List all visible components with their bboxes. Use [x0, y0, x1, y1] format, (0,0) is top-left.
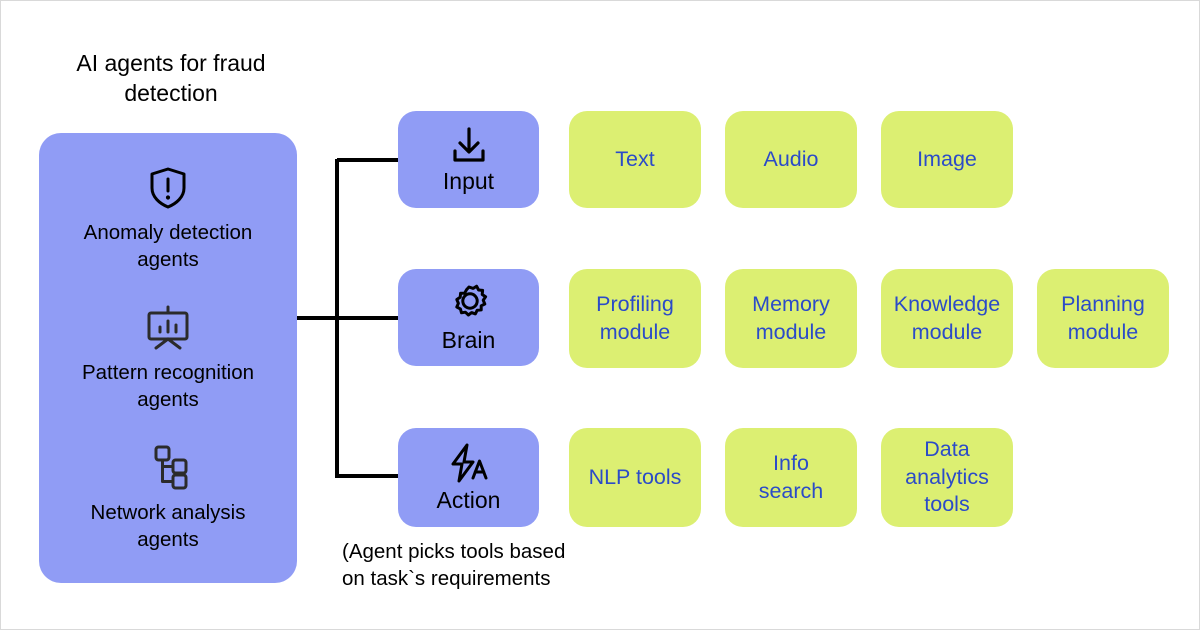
agent-label: Anomaly detection agents: [83, 221, 253, 271]
connector-bracket: [291, 101, 411, 521]
card-image[interactable]: Image: [881, 111, 1013, 208]
download-arrow-icon: [445, 125, 493, 167]
card-planning-module[interactable]: Planning module: [1037, 269, 1169, 368]
agent-item-anomaly-detection[interactable]: Anomaly detection agents: [39, 161, 297, 272]
card-label: Brain: [441, 326, 496, 353]
row-brain: Brain Profiling module Memory module Kno…: [398, 269, 1169, 368]
card-text[interactable]: Text: [569, 111, 701, 208]
card-nlp-tools[interactable]: NLP tools: [569, 428, 701, 527]
shield-alert-icon: [142, 161, 194, 213]
agent-item-network-analysis[interactable]: Network analysis agents: [39, 441, 297, 552]
card-label: Action: [436, 486, 501, 513]
card-data-analytics-tools[interactable]: Data analytics tools: [881, 428, 1013, 527]
page-title: AI agents for fraud detection: [76, 50, 266, 107]
gear-icon: [445, 282, 493, 326]
footnote: (Agent picks tools based on task`s requi…: [342, 540, 566, 590]
row-action: Action NLP tools Info search Data analyt…: [398, 428, 1013, 527]
agents-panel: Anomaly detection agents Pattern recogni…: [39, 133, 297, 583]
card-input[interactable]: Input: [398, 111, 539, 208]
agent-label: Pattern recognition agents: [81, 361, 255, 411]
presentation-chart-icon: [142, 301, 194, 353]
row-input: Input Text Audio Image: [398, 111, 1013, 208]
agent-label: Network analysis agents: [90, 501, 246, 551]
card-label: Input: [442, 167, 495, 194]
card-brain[interactable]: Brain: [398, 269, 539, 366]
card-audio[interactable]: Audio: [725, 111, 857, 208]
card-info-search[interactable]: Info search: [725, 428, 857, 527]
network-hierarchy-icon: [142, 441, 194, 493]
agent-item-pattern-recognition[interactable]: Pattern recognition agents: [39, 301, 297, 412]
card-memory-module[interactable]: Memory module: [725, 269, 857, 368]
card-knowledge-module[interactable]: Knowledge module: [881, 269, 1013, 368]
card-profiling-module[interactable]: Profiling module: [569, 269, 701, 368]
card-action[interactable]: Action: [398, 428, 539, 527]
lightning-bolt-a-icon: [443, 442, 495, 486]
